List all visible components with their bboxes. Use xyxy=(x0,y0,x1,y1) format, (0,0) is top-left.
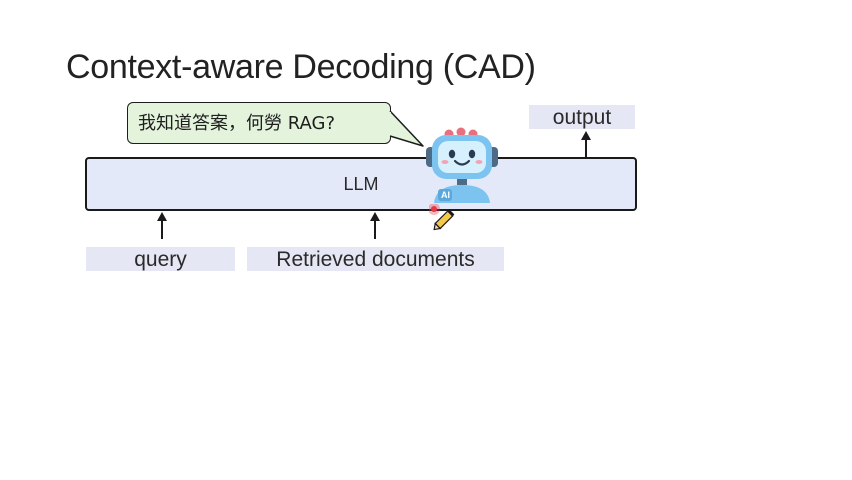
speech-bubble: 我知道答案，何勞 RAG? xyxy=(127,102,391,144)
speech-bubble-tail xyxy=(387,110,424,147)
pencil-pointer-icon xyxy=(429,204,455,231)
llm-label: LLM xyxy=(343,174,379,194)
slide-title: Context-aware Decoding (CAD) xyxy=(66,48,536,86)
query-arrow xyxy=(157,212,167,239)
retrieved-documents-label: Retrieved documents xyxy=(247,247,504,271)
output-arrow xyxy=(581,131,591,158)
output-label: output xyxy=(529,105,635,129)
query-label: query xyxy=(86,247,235,271)
robot-mascot-icon xyxy=(426,127,498,203)
llm-box: LLM xyxy=(85,157,637,211)
documents-arrow xyxy=(370,212,380,239)
robot-badge: AI xyxy=(441,190,450,200)
